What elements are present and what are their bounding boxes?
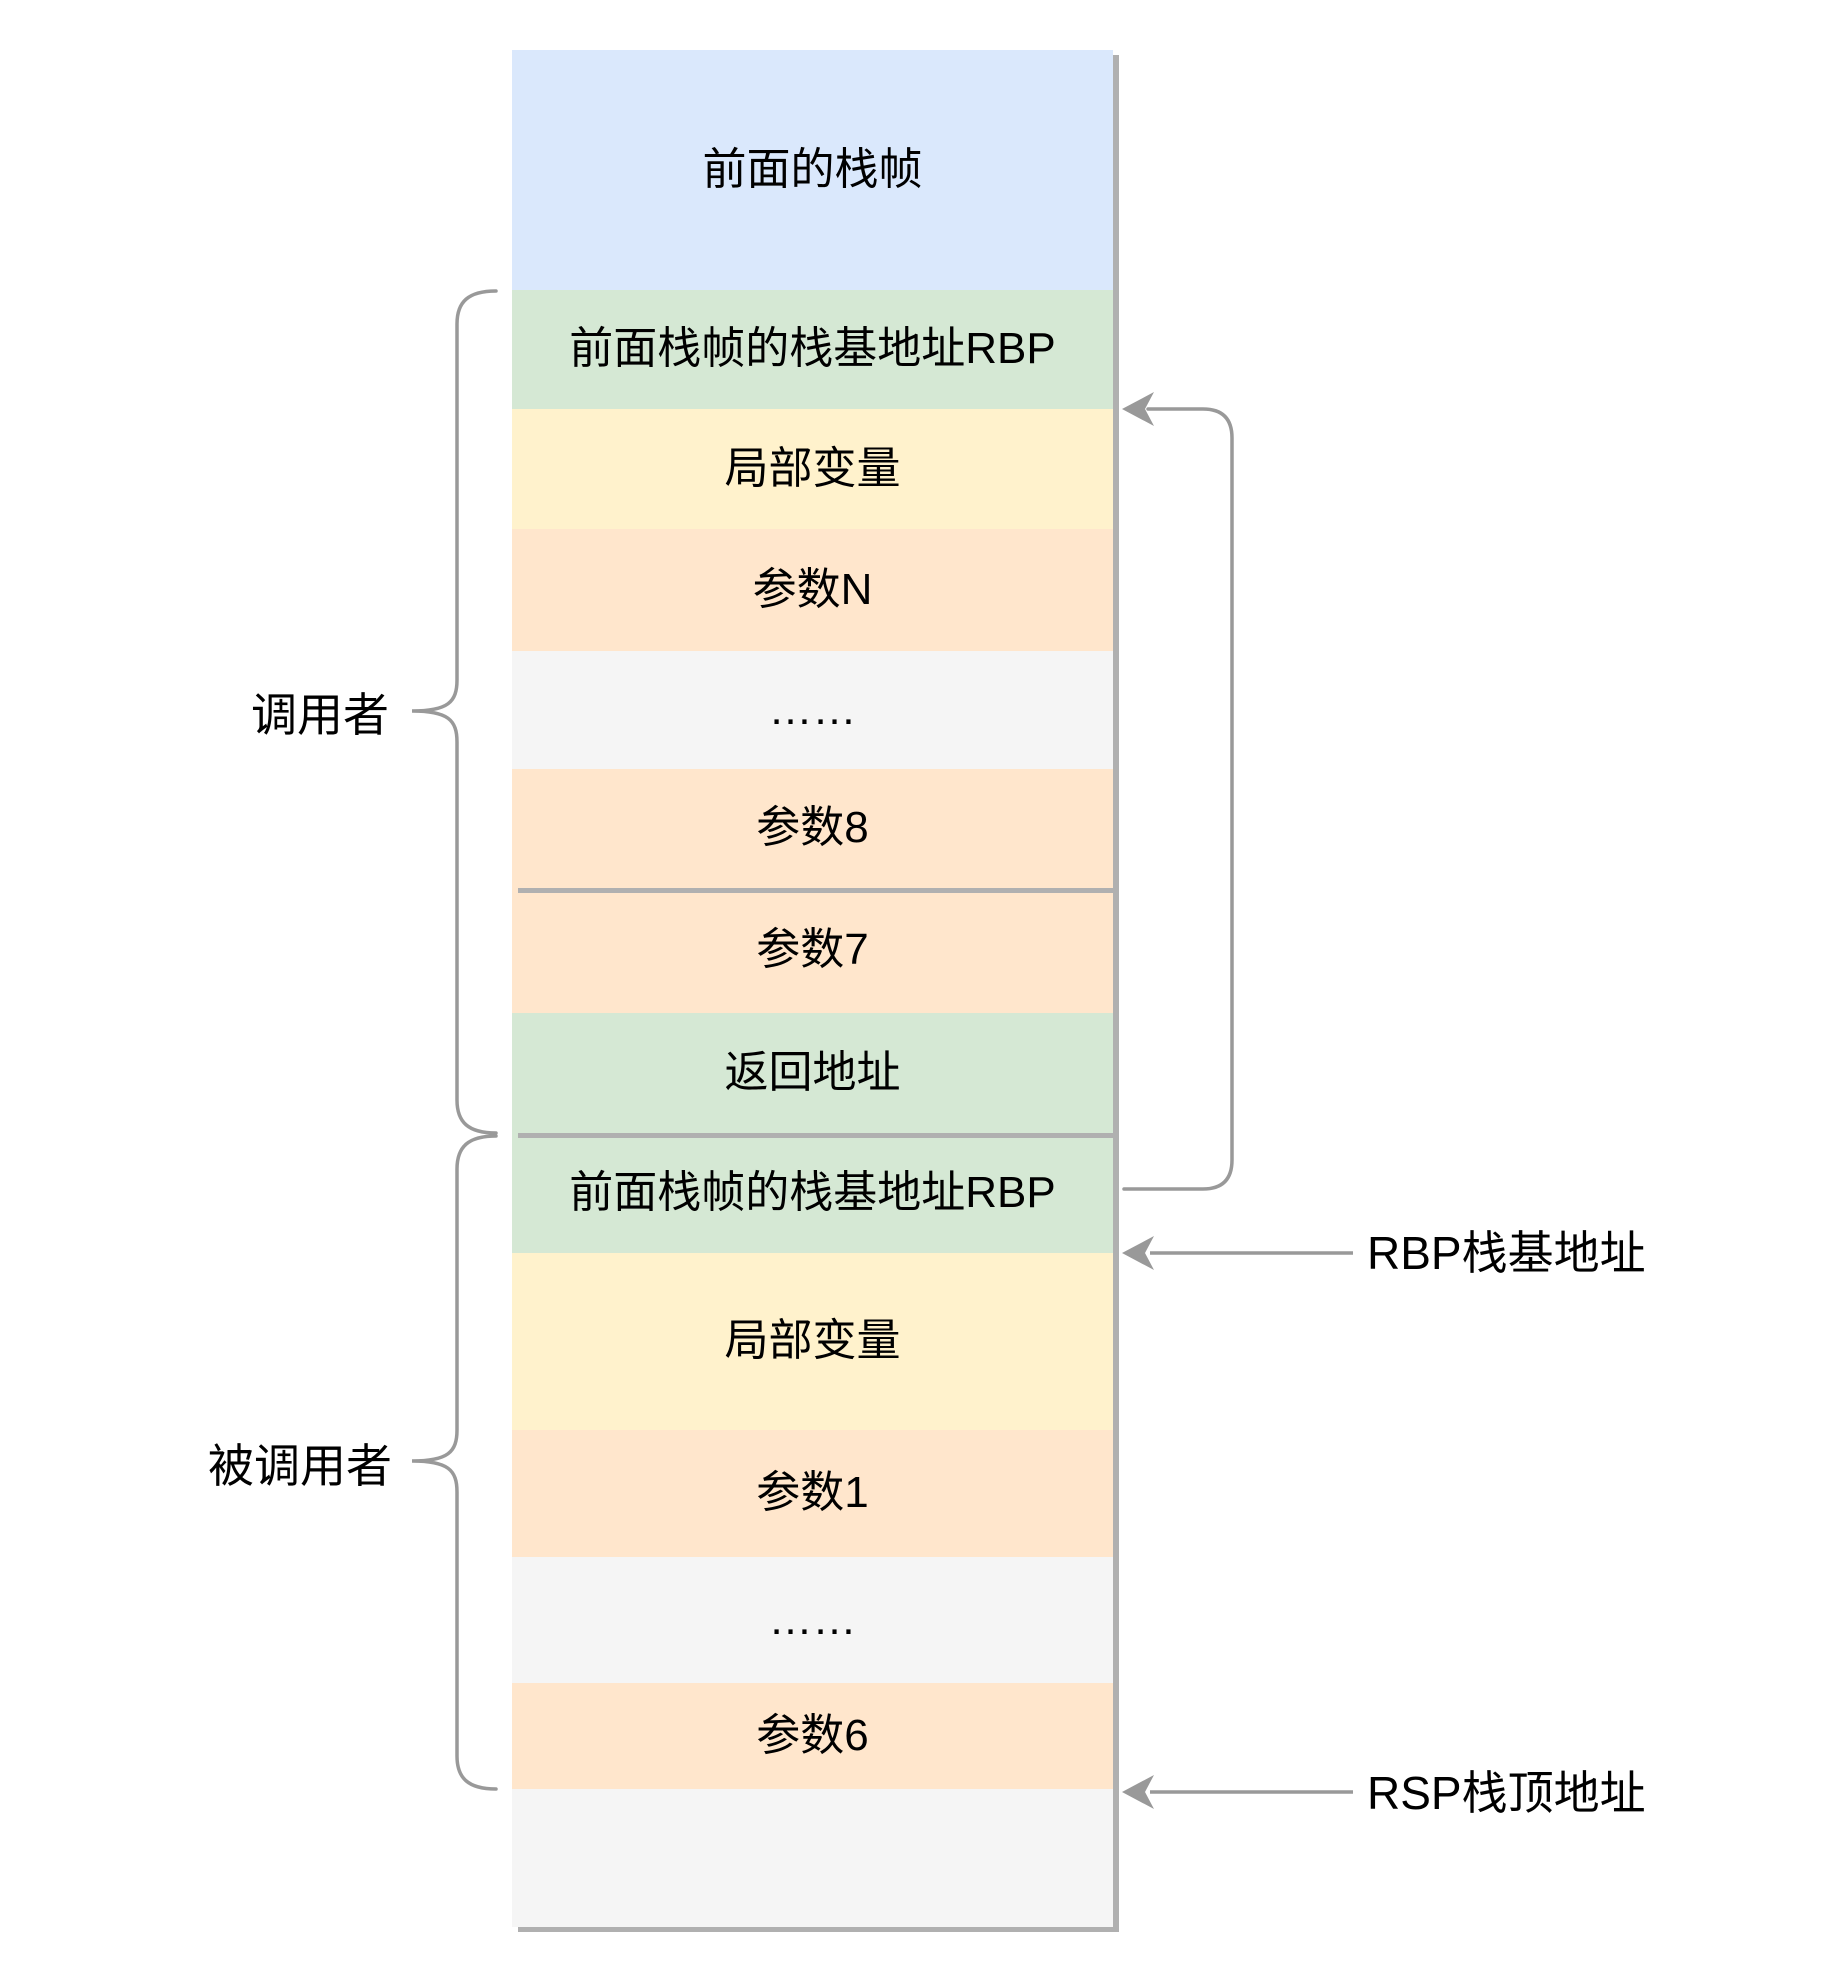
- stack-row-param-1: 参数1: [512, 1430, 1113, 1557]
- caller-label: 调用者: [251, 689, 389, 741]
- rsp-pointer-arrowhead-icon: [1122, 1775, 1154, 1809]
- rbp-chain-connector-line: [1122, 407, 1234, 1191]
- stack-row-saved-rbp-caller: 前面栈帧的栈基地址RBP: [512, 290, 1113, 409]
- rbp-chain-arrowhead-icon: [1122, 392, 1154, 426]
- stack-row-local-vars-callee: 局部变量: [512, 1253, 1113, 1430]
- stack-row-return-address: 返回地址: [512, 1013, 1113, 1133]
- callee-brace: [411, 1134, 498, 1791]
- stack-row-param-8: 参数8: [512, 769, 1113, 888]
- stack-row-empty: [512, 1789, 1113, 1927]
- stack-row-local-vars-caller: 局部变量: [512, 409, 1113, 529]
- stack-row-ellipsis-callee: ……: [512, 1557, 1113, 1683]
- callee-label: 被调用者: [208, 1440, 392, 1492]
- rbp-pointer-arrowhead-icon: [1122, 1236, 1154, 1270]
- rsp-top-address-label: RSP栈顶地址: [1367, 1767, 1646, 1819]
- stack-group-caller-bottom: 参数7 返回地址: [512, 888, 1113, 1133]
- stack-row-saved-rbp-callee: 前面栈帧的栈基地址RBP: [512, 1133, 1113, 1253]
- stack-row-param-7: 参数7: [512, 888, 1113, 1013]
- caller-brace: [411, 289, 498, 1135]
- stack-group-callee: 前面栈帧的栈基地址RBP 局部变量 参数1 …… 参数6: [512, 1133, 1113, 1927]
- stack-group-caller-top: 前面的栈帧 前面栈帧的栈基地址RBP 局部变量 参数N …… 参数8: [512, 50, 1113, 888]
- stack-row-ellipsis-caller: ……: [512, 651, 1113, 769]
- rbp-base-address-label: RBP栈基地址: [1367, 1227, 1646, 1279]
- stack-row-previous-frame: 前面的栈帧: [512, 50, 1113, 290]
- stack-row-param-n: 参数N: [512, 529, 1113, 651]
- stack-column: 前面的栈帧 前面栈帧的栈基地址RBP 局部变量 参数N …… 参数8 参数7 返…: [512, 50, 1113, 1927]
- stack-row-param-6: 参数6: [512, 1683, 1113, 1789]
